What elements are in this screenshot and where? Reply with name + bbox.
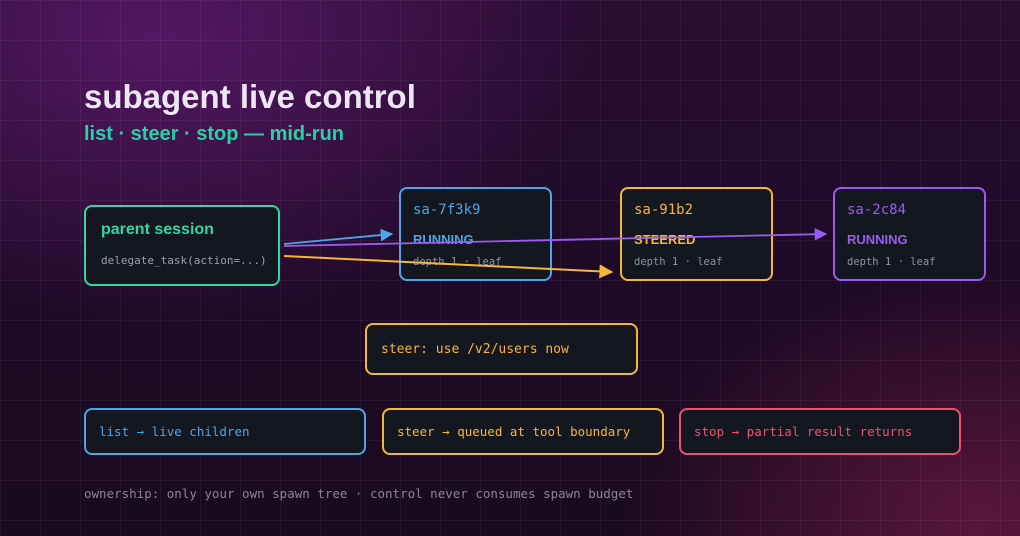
subagent-node-3: sa-2c84 RUNNING depth 1 · leaf — [833, 187, 986, 281]
subagent-node-1: sa-7f3k9 RUNNING depth 1 · leaf — [399, 187, 552, 281]
parent-session-label: parent session — [101, 221, 214, 238]
page-subtitle: list · steer · stop — mid-run — [84, 123, 345, 145]
subagent-meta: depth 1 · leaf — [413, 256, 502, 268]
legend-steer: steer → queued at tool boundary — [382, 408, 664, 455]
subagent-status: STEERED — [634, 232, 696, 247]
legend-list-text: list → live children — [99, 424, 250, 439]
page-title: subagent live control — [84, 78, 416, 115]
legend-list: list → live children — [84, 408, 366, 455]
subagent-id: sa-7f3k9 — [413, 202, 481, 218]
subagent-node-2: sa-91b2 STEERED depth 1 · leaf — [620, 187, 773, 281]
subagent-id: sa-2c84 — [847, 202, 907, 218]
steer-message-box: steer: use /v2/users now — [365, 323, 638, 375]
subagent-id: sa-91b2 — [634, 202, 694, 218]
parent-session-call: delegate_task(action=...) — [101, 254, 267, 267]
subagent-status: RUNNING — [847, 232, 908, 247]
subagent-status: RUNNING — [413, 232, 474, 247]
legend-steer-text: steer → queued at tool boundary — [397, 424, 631, 439]
parent-session-node: parent session delegate_task(action=...) — [84, 205, 280, 286]
subagent-meta: depth 1 · leaf — [847, 256, 936, 268]
steer-message-text: steer: use /v2/users now — [381, 342, 569, 357]
legend-stop-text: stop → partial result returns — [694, 424, 913, 439]
legend-stop: stop → partial result returns — [679, 408, 961, 455]
subagent-meta: depth 1 · leaf — [634, 256, 723, 268]
footer-note: ownership: only your own spawn tree · co… — [84, 486, 634, 501]
